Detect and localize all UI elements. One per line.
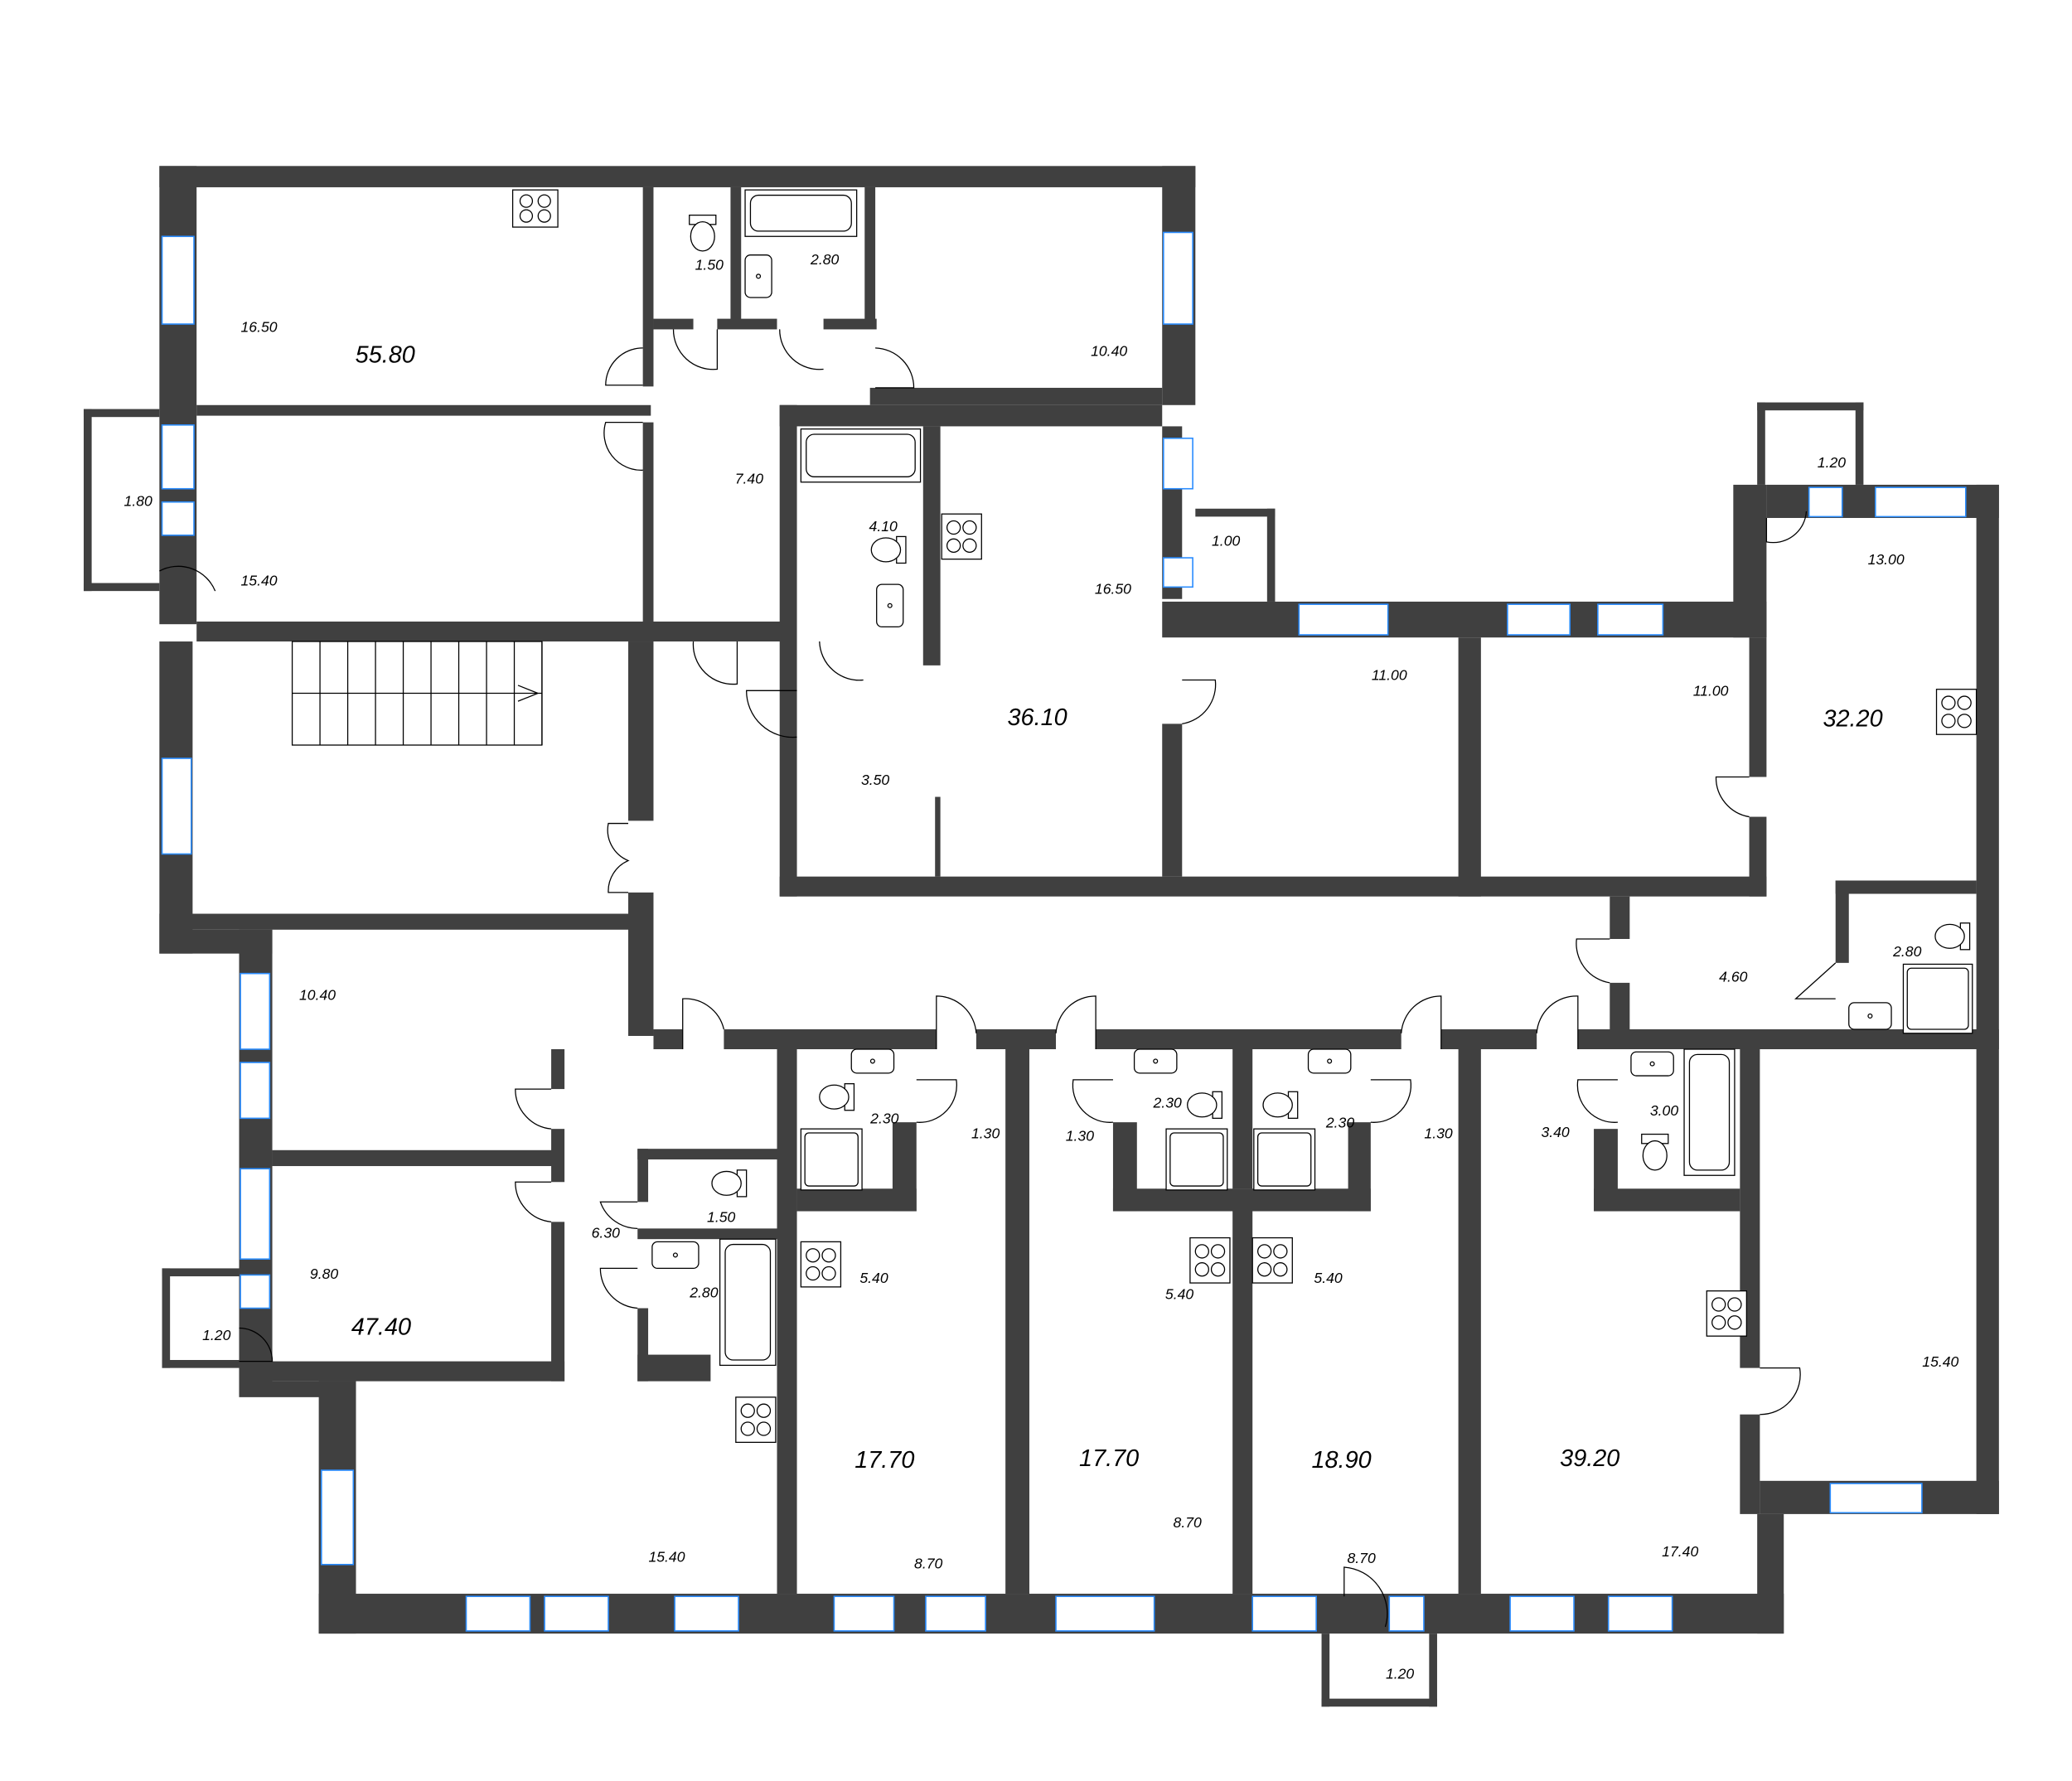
apartment-total: 17.70 xyxy=(854,1447,914,1474)
sink-icon xyxy=(1630,1051,1674,1077)
room-area: 5.40 xyxy=(1314,1270,1342,1286)
room-area: 16.50 xyxy=(1095,580,1131,597)
room-area: 8.70 xyxy=(1174,1514,1202,1531)
room-area: 7.40 xyxy=(735,470,763,486)
apartment-total-labels: 55.80 36.10 32.20 47.40 17.70 17.70 18.9… xyxy=(351,341,1883,1473)
room-area: 2.80 xyxy=(689,1285,718,1301)
staircase-icon xyxy=(291,641,543,746)
toilet-icon xyxy=(1934,922,1971,951)
apartment-total: 39.20 xyxy=(1560,1445,1619,1472)
room-area: 1.30 xyxy=(971,1125,1000,1141)
room-area: 5.40 xyxy=(1165,1285,1193,1302)
windows xyxy=(161,231,1967,1632)
room-area: 1.00 xyxy=(1212,533,1240,549)
stove-icon xyxy=(1935,689,1978,735)
fixtures xyxy=(511,189,1978,1443)
toilet-icon xyxy=(689,214,717,252)
room-area: 2.80 xyxy=(1892,943,1921,960)
toilet-icon xyxy=(870,535,907,564)
toilet-icon xyxy=(711,1169,748,1198)
room-area: 11.00 xyxy=(1693,683,1729,699)
sink-icon xyxy=(1133,1048,1178,1074)
room-area: 1.20 xyxy=(1386,1666,1414,1682)
sink-icon xyxy=(1848,1002,1892,1030)
room-area: 2.30 xyxy=(1153,1095,1182,1111)
apartment-total: 17.70 xyxy=(1079,1445,1139,1472)
room-area: 15.40 xyxy=(1922,1353,1958,1370)
stove-icon xyxy=(1189,1237,1231,1284)
bathtub-icon xyxy=(719,1238,777,1367)
stove-icon xyxy=(941,513,982,560)
room-area: 3.40 xyxy=(1541,1124,1569,1140)
room-area: 1.30 xyxy=(1424,1125,1452,1141)
room-area: 17.40 xyxy=(1662,1543,1698,1560)
room-area: 8.70 xyxy=(914,1556,942,1572)
room-area: 9.80 xyxy=(310,1266,338,1282)
toilet-icon xyxy=(819,1083,855,1111)
bathtub-icon xyxy=(1683,1048,1736,1176)
room-area: 2.80 xyxy=(810,251,839,268)
room-area: 16.50 xyxy=(240,319,277,336)
toilet-icon xyxy=(1641,1133,1669,1171)
room-area: 15.40 xyxy=(648,1549,685,1566)
room-area-labels: 16.50 15.40 1.80 7.40 1.50 2.80 10.40 4.… xyxy=(124,251,1959,1682)
stove-icon xyxy=(1251,1237,1293,1284)
room-area: 11.00 xyxy=(1372,666,1407,683)
sink-icon xyxy=(1307,1048,1352,1074)
room-area: 1.50 xyxy=(707,1208,735,1225)
room-area: 6.30 xyxy=(592,1225,620,1241)
shower-icon xyxy=(1253,1128,1316,1191)
room-area: 1.50 xyxy=(695,256,724,273)
stove-icon xyxy=(735,1396,777,1443)
apartment-total: 36.10 xyxy=(1008,704,1067,731)
sink-icon xyxy=(876,583,904,628)
sink-icon xyxy=(651,1241,700,1270)
room-area: 10.40 xyxy=(299,987,336,1004)
door-swing-icons xyxy=(159,329,1837,1628)
apartment-total: 32.20 xyxy=(1823,706,1882,733)
shower-icon xyxy=(1165,1128,1228,1191)
room-area: 1.80 xyxy=(124,493,152,510)
shower-icon xyxy=(1902,963,1973,1034)
apartment-total: 55.80 xyxy=(356,341,415,368)
room-area: 1.20 xyxy=(202,1327,230,1343)
toilet-icon xyxy=(1262,1091,1299,1119)
sink-icon xyxy=(850,1048,895,1074)
apartment-total: 18.90 xyxy=(1312,1447,1372,1474)
stove-icon xyxy=(511,189,559,228)
room-area: 3.50 xyxy=(861,772,889,788)
room-area: 1.20 xyxy=(1818,454,1846,471)
toilet-icon xyxy=(1187,1091,1222,1119)
room-area: 13.00 xyxy=(1868,551,1905,568)
bathtub-icon xyxy=(800,428,922,483)
room-area: 5.40 xyxy=(859,1270,888,1286)
shower-icon xyxy=(800,1128,863,1191)
room-area: 4.10 xyxy=(869,518,898,535)
room-area: 2.30 xyxy=(869,1111,898,1127)
walls xyxy=(83,166,1999,1707)
room-area: 2.30 xyxy=(1325,1115,1354,1131)
room-area: 1.30 xyxy=(1066,1128,1094,1145)
room-area: 4.60 xyxy=(1719,968,1747,985)
sink-icon xyxy=(744,254,772,298)
room-area: 3.00 xyxy=(1650,1102,1678,1119)
room-area: 8.70 xyxy=(1347,1550,1375,1566)
room-area: 15.40 xyxy=(240,573,277,589)
apartment-total: 47.40 xyxy=(351,1314,411,1341)
stove-icon xyxy=(1706,1290,1747,1337)
room-area: 10.40 xyxy=(1091,342,1127,359)
bathtub-icon xyxy=(744,189,858,237)
stove-icon xyxy=(800,1241,842,1288)
